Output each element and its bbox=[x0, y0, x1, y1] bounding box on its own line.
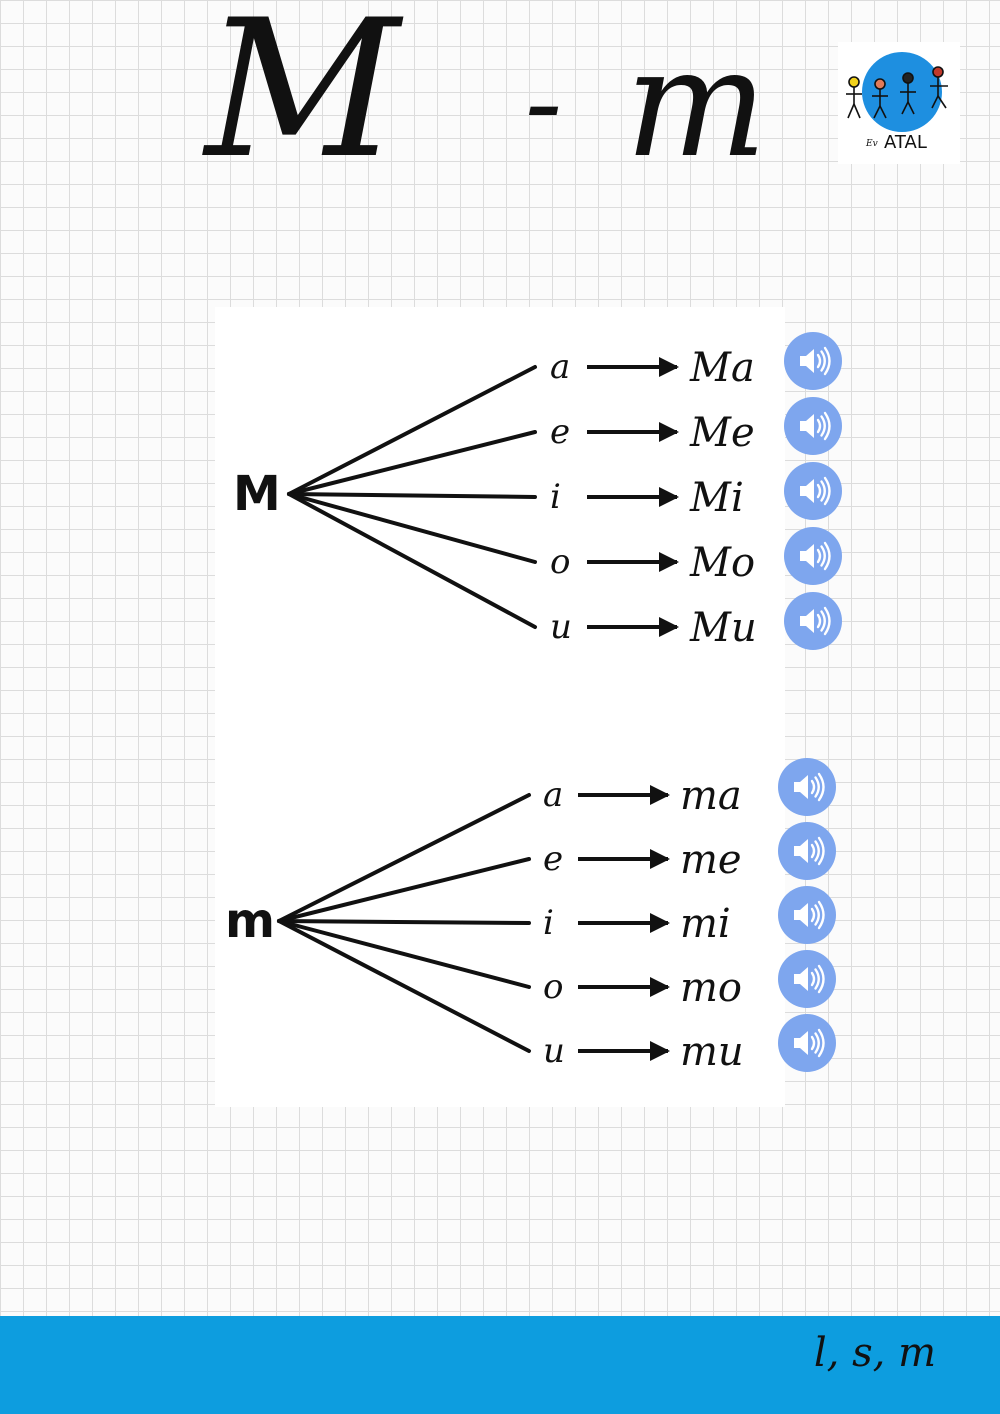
atal-logo: Ev ATAL bbox=[838, 42, 960, 164]
upper-syllable: Mu bbox=[689, 605, 757, 651]
title-dash: - bbox=[525, 38, 562, 166]
upper-branch-line bbox=[287, 492, 537, 629]
lower-vowel: o bbox=[543, 967, 563, 1007]
speaker-button-mu[interactable] bbox=[778, 1014, 836, 1072]
speaker-icon bbox=[800, 411, 831, 441]
speaker-icon bbox=[794, 964, 825, 994]
upper-vowel: u bbox=[550, 607, 572, 647]
lower-root-letter: m bbox=[225, 893, 275, 949]
lower-vowel: e bbox=[543, 839, 563, 879]
title-upper-letter: M bbox=[202, 0, 404, 200]
speaker-button-mi[interactable] bbox=[778, 886, 836, 944]
lower-syllable: mo bbox=[680, 965, 742, 1011]
footer-bar: l, s, m bbox=[0, 1316, 1000, 1414]
speaker-icon bbox=[800, 476, 831, 506]
lower-syllable: mi bbox=[680, 901, 731, 947]
lower-vowel: u bbox=[543, 1031, 565, 1071]
upper-vowel: o bbox=[550, 542, 570, 582]
lower-branch-line bbox=[277, 919, 531, 1053]
speaker-icon bbox=[794, 772, 825, 802]
lower-branch-line bbox=[277, 919, 531, 989]
speaker-icon bbox=[800, 346, 831, 376]
speaker-button-ma[interactable] bbox=[778, 758, 836, 816]
upper-vowel: i bbox=[550, 477, 561, 517]
upper-syllable: Mi bbox=[689, 475, 744, 521]
upper-syllable: Mo bbox=[689, 540, 755, 586]
speaker-button-Ma[interactable] bbox=[784, 332, 842, 390]
lower-vowel: i bbox=[543, 903, 554, 943]
speaker-button-Mi[interactable] bbox=[784, 462, 842, 520]
speaker-button-me[interactable] bbox=[778, 822, 836, 880]
speaker-button-mo[interactable] bbox=[778, 950, 836, 1008]
logo-label: ATAL bbox=[884, 132, 927, 153]
lower-branch-line bbox=[277, 919, 531, 925]
upper-branch-line bbox=[287, 492, 537, 499]
upper-vowel: e bbox=[550, 412, 570, 452]
speaker-icon bbox=[800, 541, 831, 571]
title-lower-letter: m bbox=[625, 17, 767, 191]
speaker-button-Me[interactable] bbox=[784, 397, 842, 455]
logo-small-text: Ev bbox=[865, 139, 878, 149]
speaker-button-Mu[interactable] bbox=[784, 592, 842, 650]
upper-syllable: Ma bbox=[689, 345, 755, 391]
speaker-icon bbox=[800, 606, 831, 636]
speaker-icon bbox=[794, 836, 825, 866]
upper-root-letter: M bbox=[233, 466, 281, 522]
lower-syllable: me bbox=[680, 837, 742, 883]
page-title: M - m bbox=[202, 0, 767, 200]
upper-branch-line bbox=[287, 430, 537, 496]
upper-branch-line bbox=[287, 492, 537, 564]
upper-syllable: Me bbox=[689, 410, 755, 456]
speaker-icon bbox=[794, 1028, 825, 1058]
speaker-icon bbox=[794, 900, 825, 930]
lower-syllable: mu bbox=[680, 1029, 744, 1075]
upper-vowel: a bbox=[550, 347, 570, 387]
lower-branch-line bbox=[277, 793, 531, 923]
speaker-button-Mo[interactable] bbox=[784, 527, 842, 585]
lower-vowel: a bbox=[543, 775, 563, 815]
lower-branch-line bbox=[277, 857, 531, 923]
upper-branch-line bbox=[287, 365, 537, 496]
lower-syllable: ma bbox=[680, 773, 742, 819]
footer-letters: l, s, m bbox=[813, 1330, 936, 1376]
